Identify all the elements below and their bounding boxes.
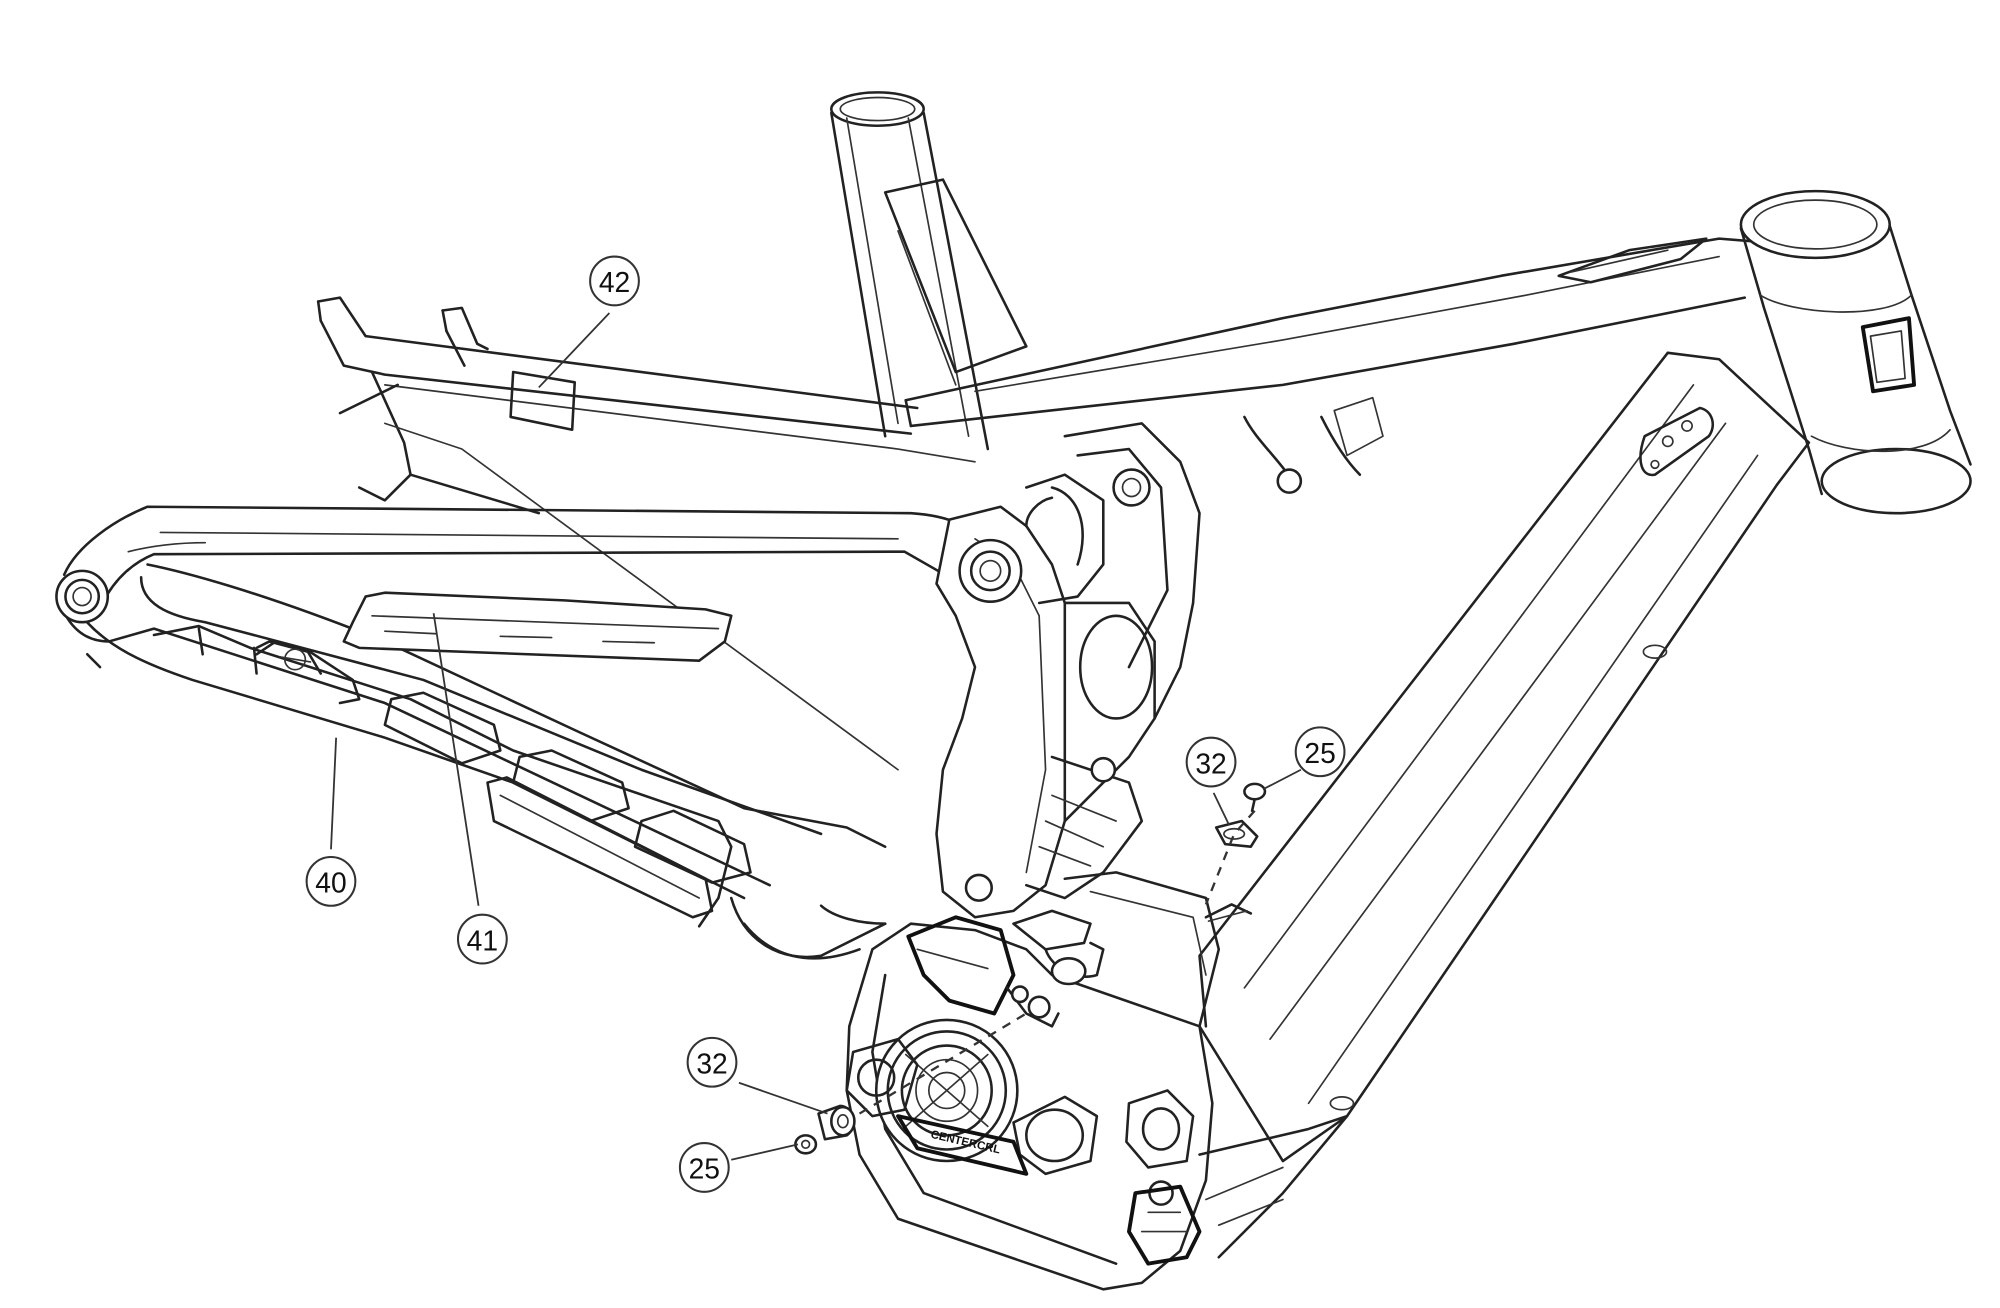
down-tube	[1198, 351, 1811, 1163]
callout-32-lower-label: 32	[696, 1048, 727, 1080]
callout-25-lower: 25	[678, 1142, 730, 1193]
chainstay-protector	[152, 624, 752, 928]
seat-tube	[830, 91, 1028, 451]
callout-25-upper: 25	[1294, 726, 1346, 778]
callout-25-upper-label: 25	[1304, 737, 1335, 769]
callout-40-label: 40	[315, 867, 346, 899]
callout-40: 40	[305, 855, 357, 907]
callout-25-lower-label: 25	[689, 1153, 720, 1185]
callout-41: 41	[456, 913, 508, 965]
callout-42-label: 42	[599, 266, 630, 298]
callout-41-label: 41	[467, 924, 498, 956]
callout-32-upper-label: 32	[1195, 747, 1226, 779]
plug-32-lower	[817, 1104, 856, 1141]
plug-32-upper	[1214, 819, 1259, 848]
motor-housing	[845, 871, 1349, 1291]
chain-stay	[55, 505, 990, 960]
frame-guard-41	[342, 591, 733, 662]
callout-42: 42	[589, 255, 640, 307]
head-tube	[1739, 189, 1972, 515]
rocker-link	[935, 422, 1201, 919]
top-tube	[904, 237, 1753, 494]
screw-25-lower	[794, 1134, 818, 1155]
screw-25-upper	[1243, 782, 1267, 813]
seat-stays	[316, 296, 976, 771]
callout-32-lower: 32	[686, 1036, 738, 1088]
callout-leaders	[330, 312, 1302, 1161]
callout-32-upper: 32	[1185, 736, 1237, 788]
